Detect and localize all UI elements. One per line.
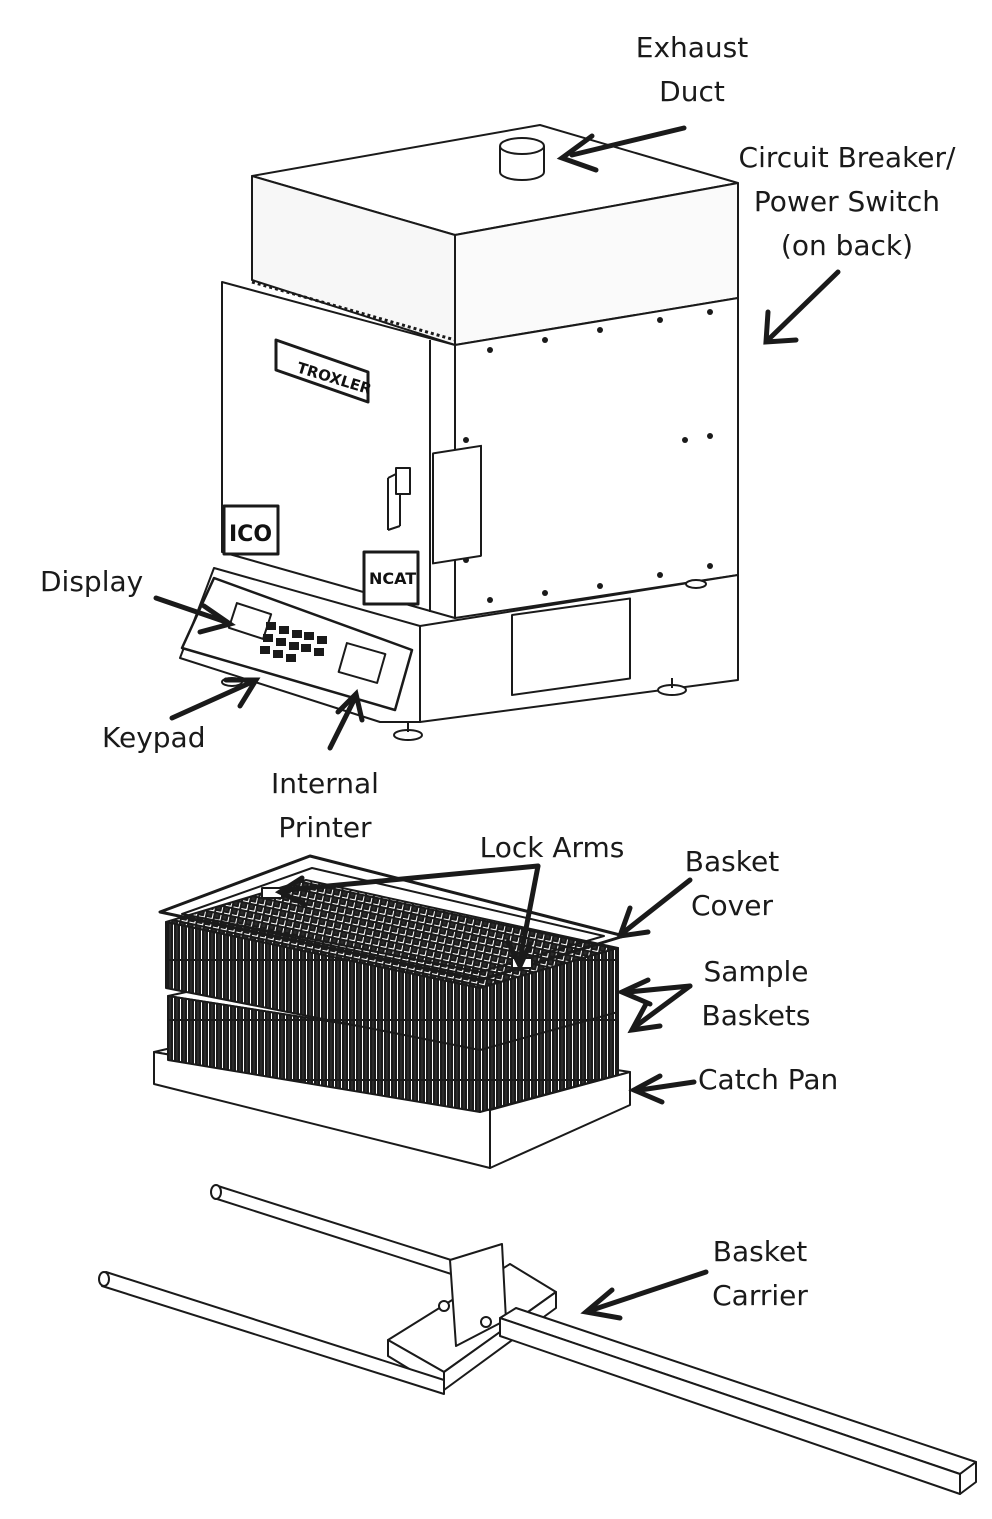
label-basket-cover: Basket Cover [672,840,792,928]
label-basket-carrier-line2: Carrier [712,1279,808,1312]
arrow-basket-carrier [580,1269,709,1321]
pointer-arrows [153,125,841,1321]
label-circuit-breaker-line2: Power Switch [753,185,941,218]
label-exhaust-duct-line1: Exhaust [635,31,749,64]
exhaust-duct [499,137,545,181]
label-internal-printer: Internal Printer [250,762,400,850]
label-sample-baskets-line1: Sample [703,955,809,988]
furnace-top-housing [251,124,739,346]
sample-basket-upper [165,879,619,1051]
ncat-badge: NCAT [362,550,420,606]
label-exhaust-duct: Exhaust Duct [612,26,772,114]
carrier-rod-back [210,1184,471,1281]
arrow-catch-pan [628,1073,697,1105]
label-circuit-breaker-line1: Circuit Breaker/ [738,141,956,174]
label-catch-pan: Catch Pan [698,1058,838,1102]
ncat-badge-text: NCAT [369,569,416,588]
label-lock-arms-text: Lock Arms [479,831,625,864]
label-basket-carrier-line1: Basket [712,1235,808,1268]
arrow-internal-printer [327,689,365,751]
ico-badge-text: ICO [229,522,272,547]
label-circuit-breaker: Circuit Breaker/ Power Switch (on back) [722,136,972,268]
printer-slot [337,642,387,684]
label-basket-cover-line2: Cover [691,889,773,922]
carrier-rod-front [98,1271,445,1395]
label-keypad: Keypad [102,716,205,760]
keypad-grid [260,622,327,662]
arrow-circuit-breaker [763,269,841,345]
rivets [463,309,713,603]
basket-carrier [98,1184,977,1495]
label-circuit-breaker-line3: (on back) [780,229,914,262]
label-basket-cover-line1: Basket [684,845,780,878]
door-handle [387,467,411,531]
label-sample-baskets-line2: Baskets [701,999,811,1032]
arrow-basket-cover [616,877,693,940]
control-panel [180,576,414,712]
label-sample-baskets: Sample Baskets [690,950,822,1038]
label-display: Display [40,560,143,604]
label-keypad-text: Keypad [102,721,206,754]
label-catch-pan-text: Catch Pan [698,1063,839,1096]
arrow-sample-baskets [615,977,693,1034]
arrow-display [153,595,236,635]
label-display-text: Display [40,565,144,598]
furnace-chamber: TROXLER ICO NCAT [221,280,739,619]
ico-badge: ICO [222,504,280,556]
furnace: TROXLER ICO NCAT [179,124,739,741]
arrow-lock-arms [274,863,541,972]
basket-assembly [153,854,631,1169]
label-internal-printer-line2: Printer [278,811,372,844]
label-exhaust-duct-line2: Duct [659,75,725,108]
arrow-exhaust-duct [556,125,687,173]
label-lock-arms: Lock Arms [472,826,632,870]
arrow-keypad [169,677,261,721]
label-internal-printer-line1: Internal [271,767,379,800]
carrier-handle-bar [499,1307,977,1495]
label-basket-carrier: Basket Carrier [698,1230,822,1318]
